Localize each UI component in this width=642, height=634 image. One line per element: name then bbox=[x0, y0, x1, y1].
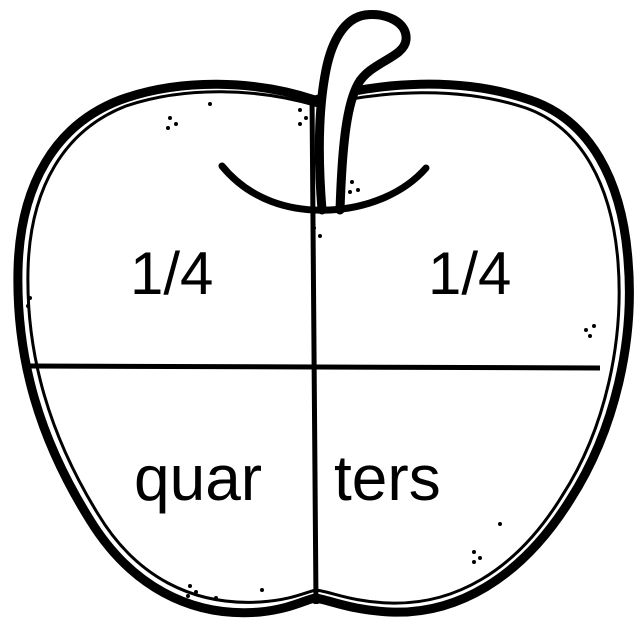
horizontal-divider bbox=[30, 366, 600, 368]
bottom-left-word-label: quar bbox=[134, 446, 262, 510]
bottom-right-word-label: ters bbox=[334, 446, 441, 510]
top-left-fraction-label: 1/4 bbox=[130, 244, 213, 304]
top-right-fraction-label: 1/4 bbox=[428, 244, 511, 304]
